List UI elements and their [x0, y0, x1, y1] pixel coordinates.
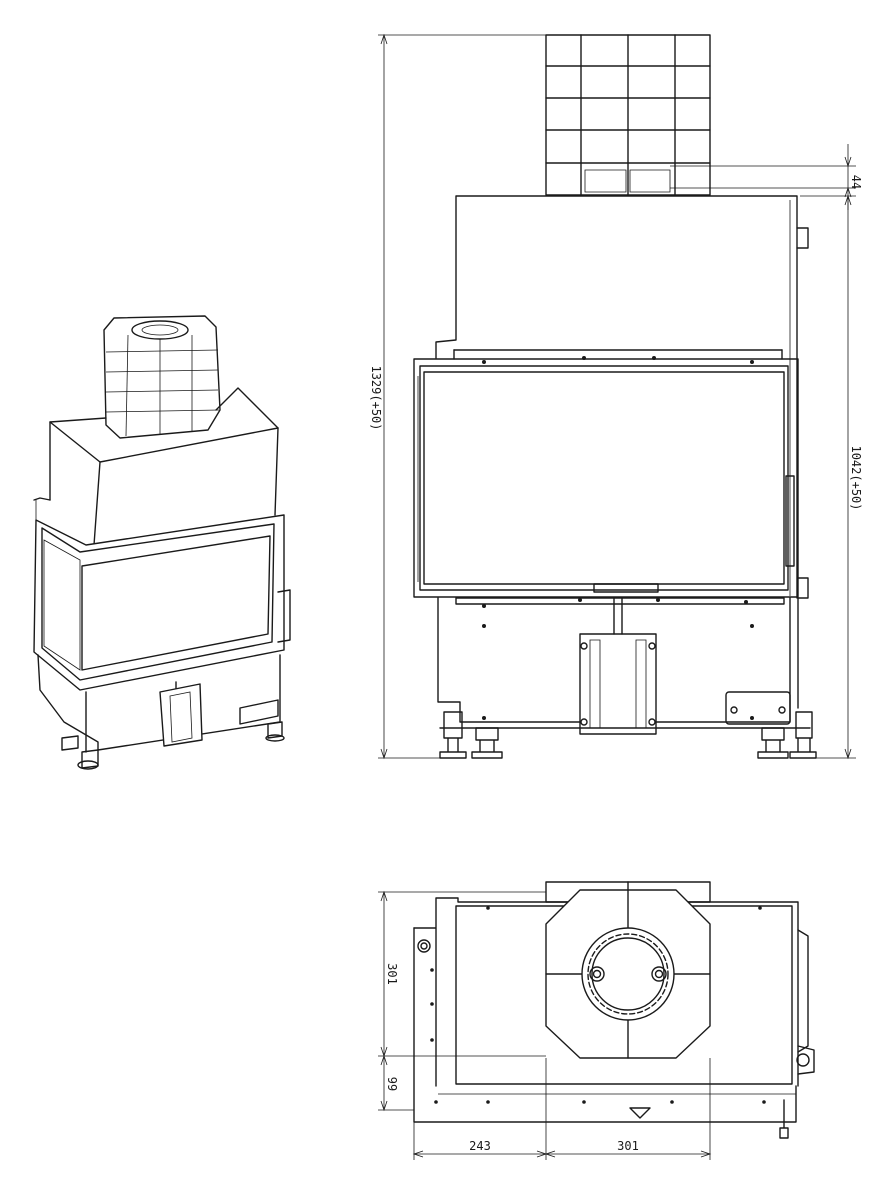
iso-flue-collar	[103, 315, 221, 439]
front-bolts	[482, 356, 786, 726]
iso-firebox	[33, 497, 291, 691]
front-upper-casing	[435, 195, 809, 599]
isometric-view	[33, 315, 291, 770]
front-elevation	[413, 34, 817, 759]
dim-plan-depth: 301	[385, 963, 399, 985]
dim-plan-width-left: 243	[469, 1139, 491, 1153]
iso-upper-casing	[49, 387, 279, 546]
dim-overall-height: 1329(+50)	[369, 365, 383, 430]
dim-plan-width-right: 301	[617, 1139, 639, 1153]
front-flue-collar	[545, 34, 711, 196]
front-door	[413, 349, 809, 599]
dim-plan-offset: 99	[385, 1077, 399, 1091]
dim-body-height: 1042(+50)	[849, 445, 863, 510]
front-base	[437, 597, 811, 735]
dim-top-offset: 44	[849, 175, 863, 189]
dimension-lines	[378, 33, 856, 1160]
plan-view	[413, 881, 815, 1139]
iso-base	[37, 654, 285, 770]
dimension-labels: 1329(+50) 1042(+50) 44 301 99 243 301	[369, 175, 863, 1153]
